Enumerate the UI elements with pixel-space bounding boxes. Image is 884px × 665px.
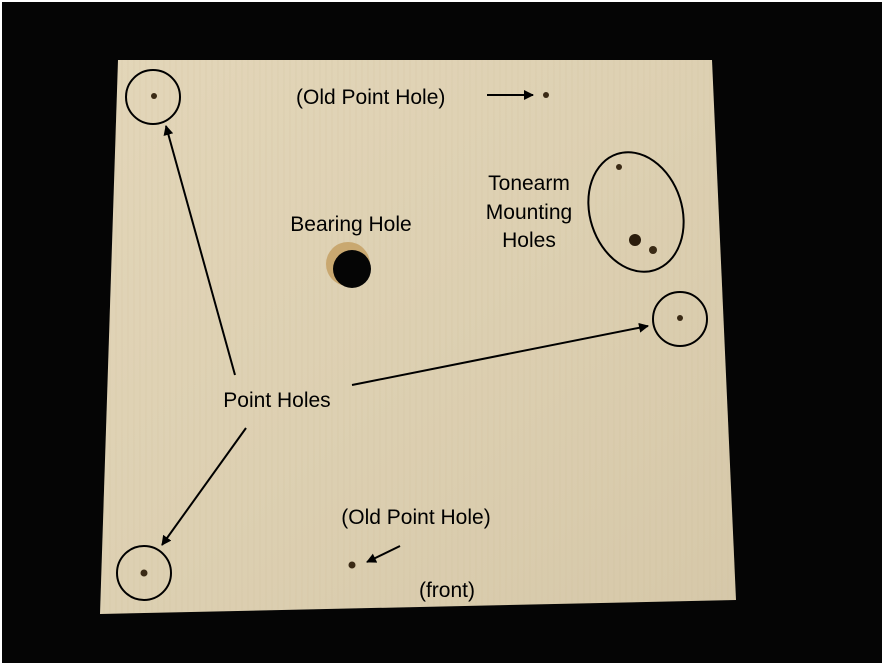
point-hole-bottom-left <box>140 569 148 577</box>
label-tonearm-line3: Holes <box>502 229 556 252</box>
highlight-circle <box>125 69 181 125</box>
label-bearing-hole: Bearing Hole <box>290 213 411 236</box>
label-point-holes: Point Holes <box>223 389 330 412</box>
label-front: (front) <box>419 579 475 602</box>
point-hole-right <box>677 315 683 321</box>
arrow <box>163 125 236 376</box>
highlight-circle <box>652 291 708 347</box>
highlight-circle <box>116 545 172 601</box>
point-hole-top-left <box>151 93 157 99</box>
tonearm-hole <box>629 234 641 246</box>
arrow <box>351 322 649 386</box>
label-old-point-hole-bottom: (Old Point Hole) <box>341 506 490 529</box>
old-point-hole-bottom <box>348 561 356 569</box>
tonearm-hole <box>616 164 622 170</box>
label-old-point-hole-top: (Old Point Hole) <box>296 86 445 109</box>
tonearm-highlight-ellipse <box>587 151 685 273</box>
arrow <box>161 427 247 546</box>
arrow <box>366 545 401 563</box>
tonearm-hole <box>649 246 657 254</box>
label-tonearm-line2: Mounting <box>486 201 572 224</box>
label-tonearm-line1: Tonearm <box>488 172 570 195</box>
old-point-hole-top <box>543 92 549 98</box>
